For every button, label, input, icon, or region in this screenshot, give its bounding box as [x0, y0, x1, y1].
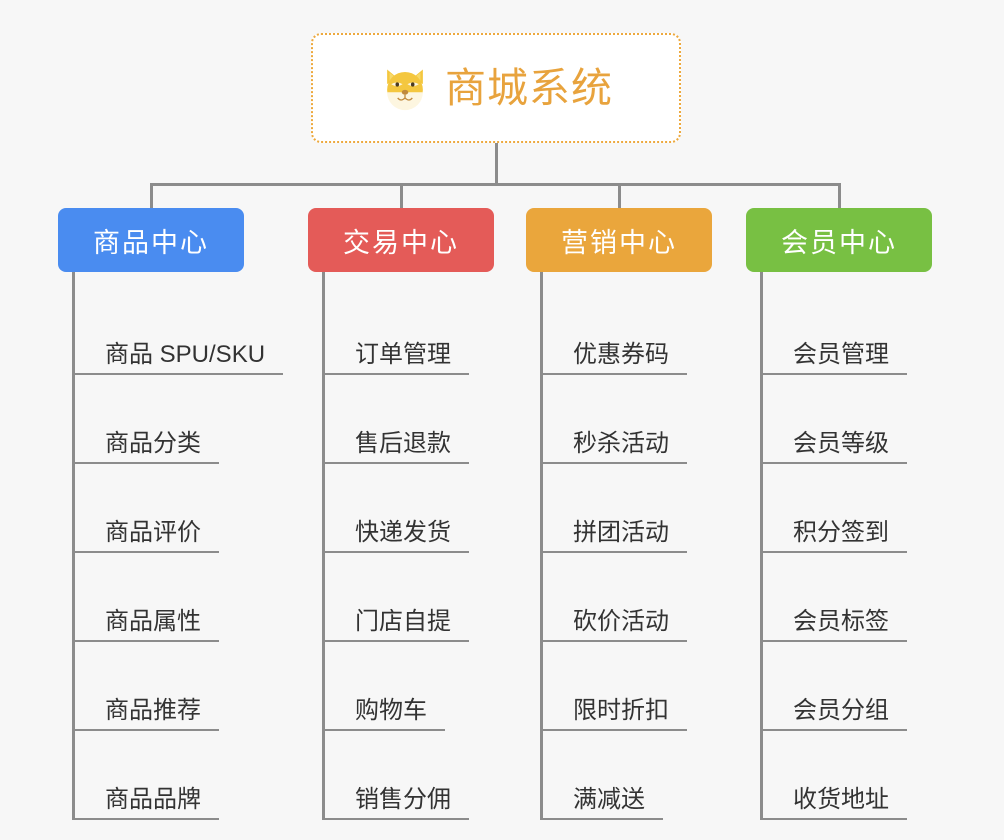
- list-item[interactable]: 砍价活动: [526, 553, 712, 642]
- list-item[interactable]: 门店自提: [308, 553, 494, 642]
- leaf-label: 购物车: [325, 699, 445, 731]
- leaf-label: 商品品牌: [75, 788, 219, 820]
- category-title: 交易中心: [343, 227, 459, 258]
- leaf-label: 商品 SPU/SKU: [75, 343, 284, 375]
- category-header-product-center[interactable]: 商品中心: [58, 208, 244, 272]
- list-item[interactable]: 优惠券码: [526, 286, 712, 375]
- list-item[interactable]: 商品品牌: [58, 731, 244, 820]
- list-item[interactable]: 商品属性: [58, 553, 244, 642]
- leaf-label: 满减送: [543, 788, 663, 820]
- leaf-label: 收货地址: [763, 788, 907, 820]
- leaf-label: 商品属性: [75, 610, 219, 642]
- list-item[interactable]: 秒杀活动: [526, 375, 712, 464]
- leaf-label: 积分签到: [763, 521, 907, 553]
- list-item[interactable]: 快递发货: [308, 464, 494, 553]
- column-marketing-center: 营销中心 优惠券码 秒杀活动 拼团活动 砍价活动 限时折扣 满减送: [526, 208, 712, 820]
- column-trade-center: 交易中心 订单管理 售后退款 快递发货 门店自提 购物车 销售分佣: [308, 208, 494, 820]
- leaf-label: 商品分类: [75, 432, 219, 464]
- leaf-label: 秒杀活动: [543, 432, 687, 464]
- root-node-mall-system[interactable]: 商城系统: [311, 33, 681, 143]
- leaf-label: 快递发货: [325, 521, 469, 553]
- list-item[interactable]: 满减送: [526, 731, 712, 820]
- category-title: 商品中心: [93, 227, 209, 258]
- shiba-dog-emoji-icon: [387, 69, 423, 111]
- list-item[interactable]: 购物车: [308, 642, 494, 731]
- list-item[interactable]: 积分签到: [746, 464, 932, 553]
- leaf-spine: [322, 272, 325, 820]
- category-header-trade-center[interactable]: 交易中心: [308, 208, 494, 272]
- leaf-label: 会员等级: [763, 432, 907, 464]
- list-item[interactable]: 商品分类: [58, 375, 244, 464]
- list-item[interactable]: 限时折扣: [526, 642, 712, 731]
- list-item[interactable]: 订单管理: [308, 286, 494, 375]
- leaf-spine: [540, 272, 543, 820]
- leaf-list-trade-center: 订单管理 售后退款 快递发货 门店自提 购物车 销售分佣: [308, 272, 494, 820]
- list-item[interactable]: 销售分佣: [308, 731, 494, 820]
- category-header-member-center[interactable]: 会员中心: [746, 208, 932, 272]
- leaf-label: 订单管理: [325, 343, 469, 375]
- leaf-list-product-center: 商品 SPU/SKU 商品分类 商品评价 商品属性 商品推荐 商品品牌: [58, 272, 284, 820]
- leaf-list-marketing-center: 优惠券码 秒杀活动 拼团活动 砍价活动 限时折扣 满减送: [526, 272, 712, 820]
- column-member-center: 会员中心 会员管理 会员等级 积分签到 会员标签 会员分组 收货地址: [746, 208, 932, 820]
- leaf-spine: [72, 272, 75, 820]
- leaf-label: 销售分佣: [325, 788, 469, 820]
- connector-drop-member-center: [838, 183, 841, 210]
- category-header-marketing-center[interactable]: 营销中心: [526, 208, 712, 272]
- list-item[interactable]: 商品评价: [58, 464, 244, 553]
- list-item[interactable]: 拼团活动: [526, 464, 712, 553]
- column-product-center: 商品中心 商品 SPU/SKU 商品分类 商品评价 商品属性 商品推荐 商品品牌: [58, 208, 284, 820]
- leaf-label: 门店自提: [325, 610, 469, 642]
- list-item[interactable]: 商品 SPU/SKU: [58, 286, 284, 375]
- category-title: 营销中心: [561, 227, 677, 258]
- connector-drop-product-center: [150, 183, 153, 210]
- leaf-label: 售后退款: [325, 432, 469, 464]
- list-item[interactable]: 商品推荐: [58, 642, 244, 731]
- list-item[interactable]: 收货地址: [746, 731, 932, 820]
- leaf-label: 商品推荐: [75, 699, 219, 731]
- leaf-label: 拼团活动: [543, 521, 687, 553]
- connector-drop-trade-center: [400, 183, 403, 210]
- list-item[interactable]: 会员等级: [746, 375, 932, 464]
- leaf-label: 商品评价: [75, 521, 219, 553]
- connector-root-stem: [495, 143, 498, 185]
- leaf-label: 会员管理: [763, 343, 907, 375]
- leaf-label: 会员标签: [763, 610, 907, 642]
- leaf-list-member-center: 会员管理 会员等级 积分签到 会员标签 会员分组 收货地址: [746, 272, 932, 820]
- root-node-title: 商城系统: [445, 64, 613, 111]
- connector-horizontal-bus: [150, 183, 841, 186]
- list-item[interactable]: 会员管理: [746, 286, 932, 375]
- list-item[interactable]: 会员标签: [746, 553, 932, 642]
- leaf-label: 优惠券码: [543, 343, 687, 375]
- list-item[interactable]: 会员分组: [746, 642, 932, 731]
- leaf-label: 砍价活动: [543, 610, 687, 642]
- leaf-label: 限时折扣: [543, 699, 687, 731]
- leaf-label: 会员分组: [763, 699, 907, 731]
- list-item[interactable]: 售后退款: [308, 375, 494, 464]
- leaf-spine: [760, 272, 763, 820]
- category-title: 会员中心: [781, 227, 897, 258]
- connector-drop-marketing-center: [618, 183, 621, 210]
